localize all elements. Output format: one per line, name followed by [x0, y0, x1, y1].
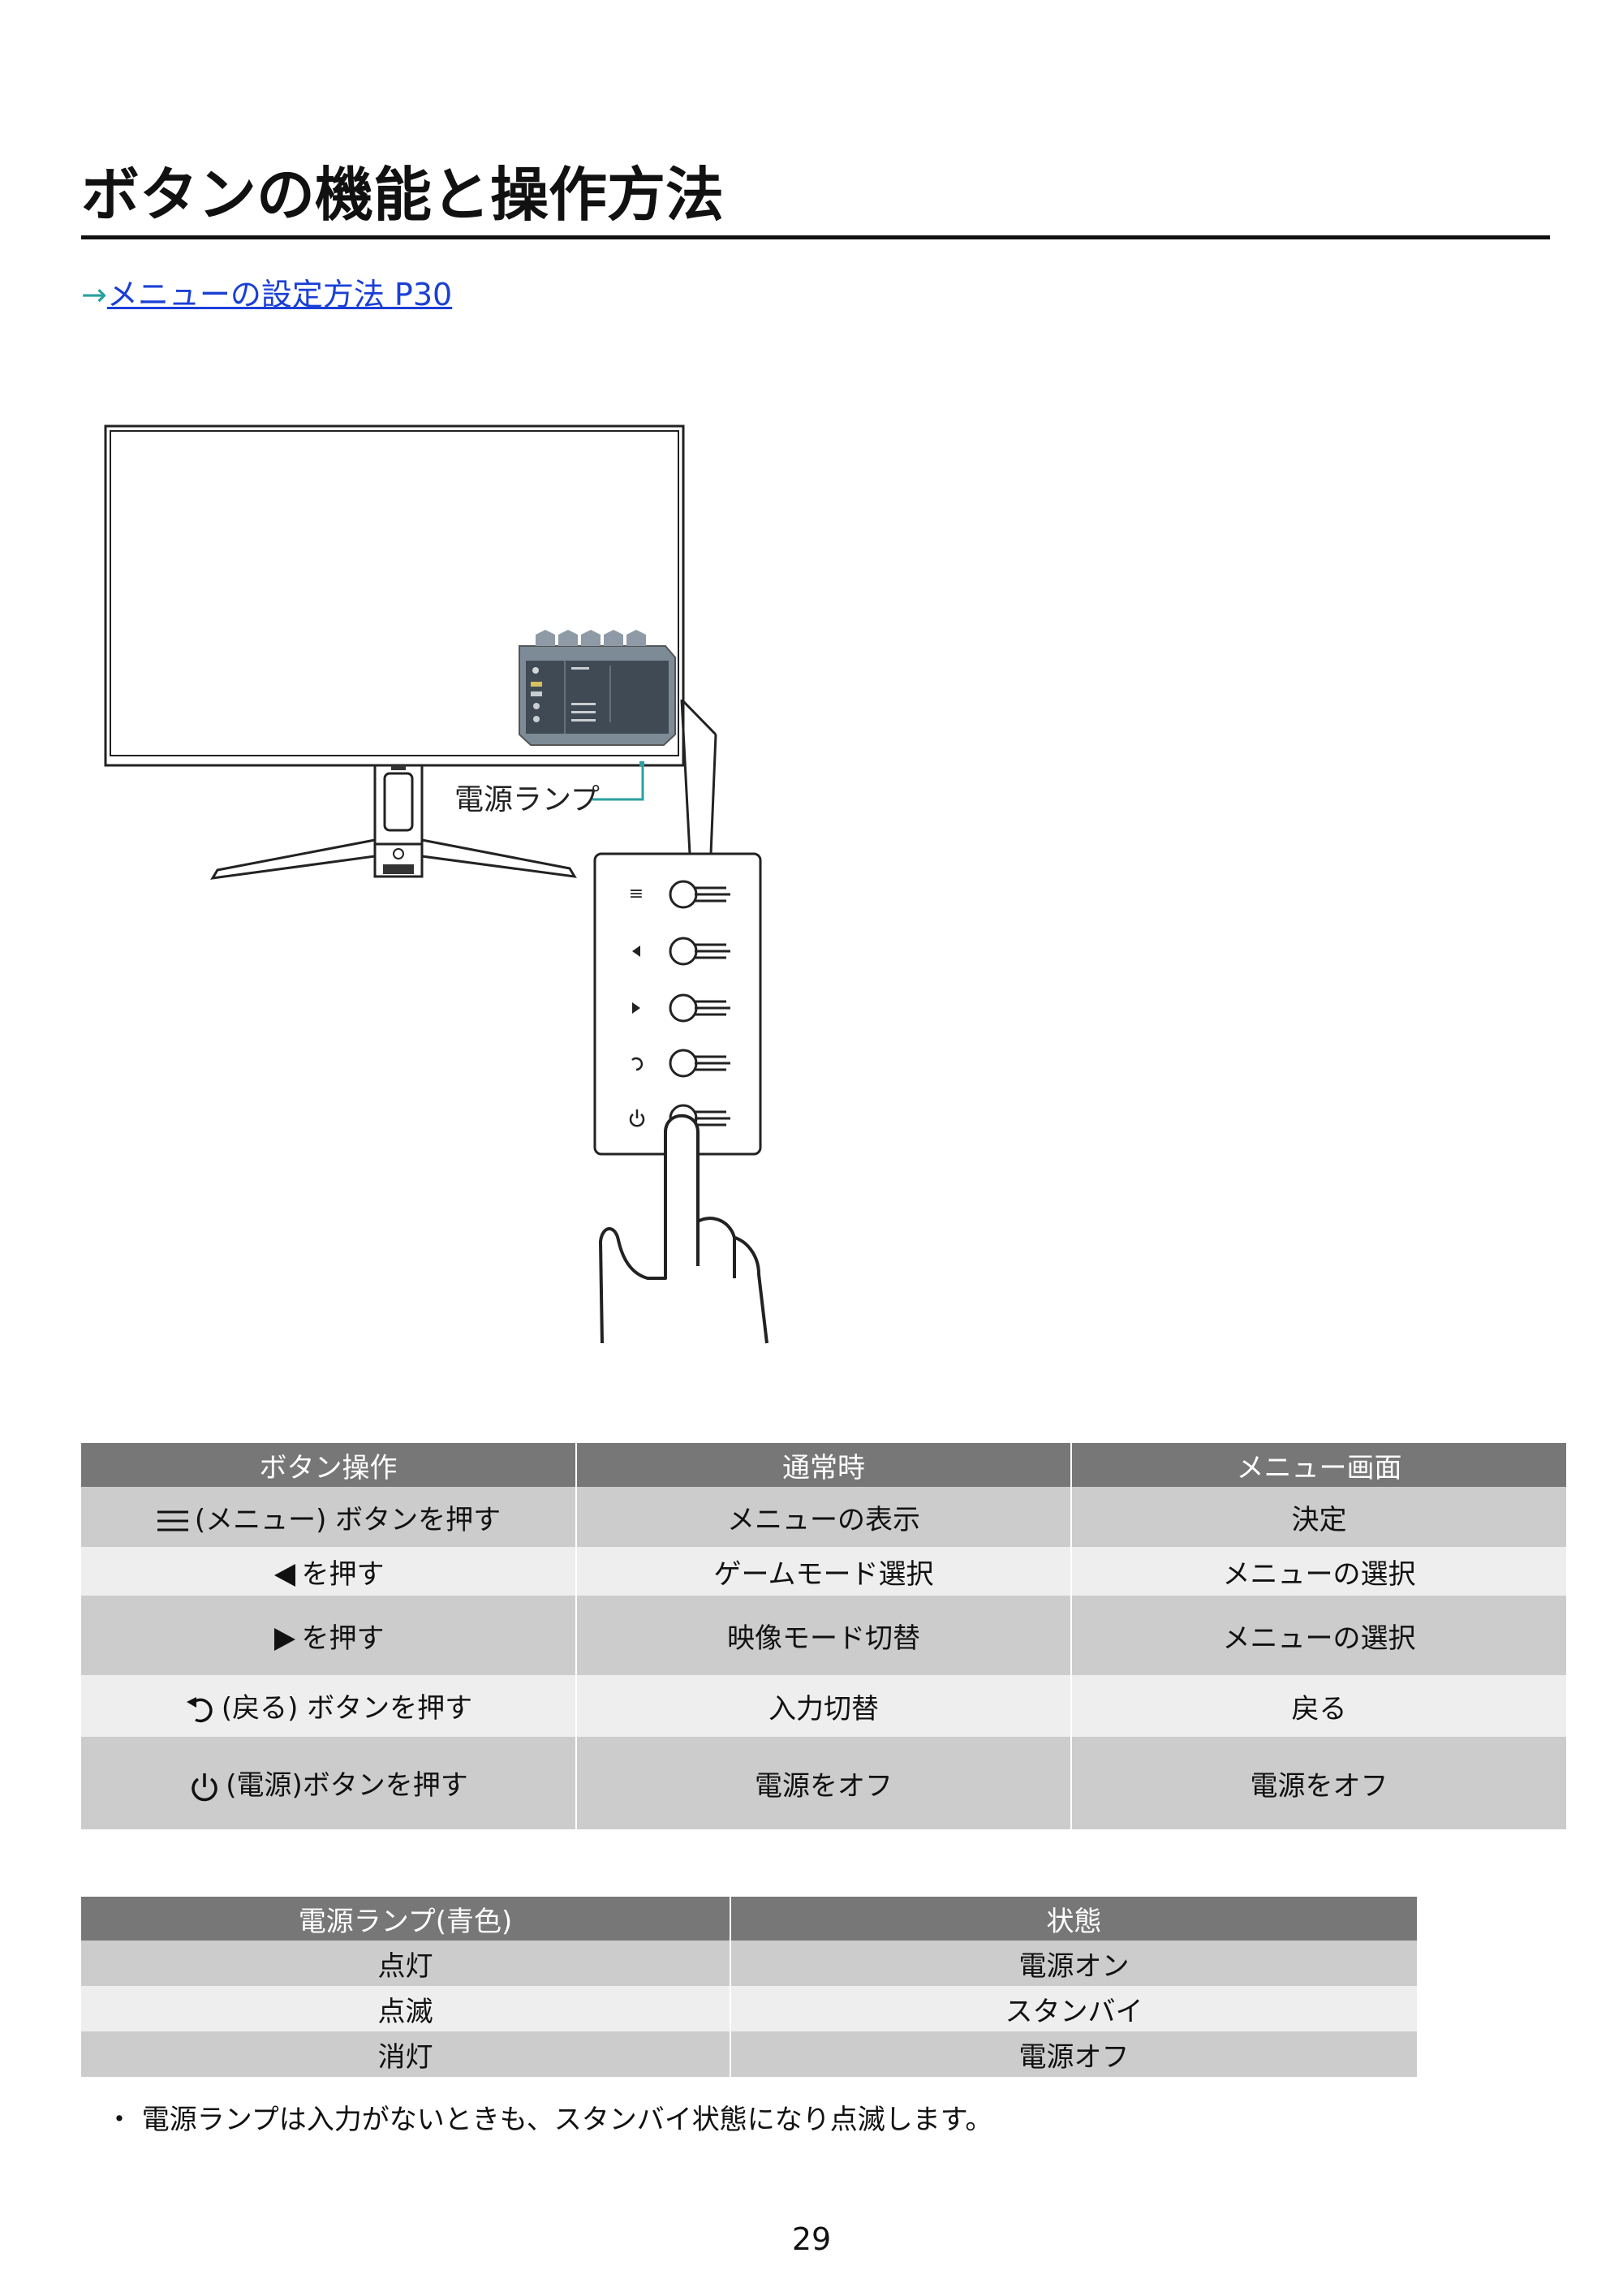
button-panel: ≡ — [593, 852, 762, 1156]
table-row: を押す ゲームモード選択 メニューの選択 — [81, 1547, 1566, 1596]
page-title: ボタンの機能と操作方法 — [81, 154, 1550, 239]
lamp-cell: 点灯 — [81, 1941, 731, 1986]
back-icon — [186, 1696, 213, 1722]
action-text: (電源)ボタンを押す — [226, 1769, 468, 1803]
state-cell: スタンバイ — [730, 1986, 1417, 2031]
menu-settings-link-row: →メニューの設定方法 P30 — [81, 274, 452, 315]
page-number: 29 — [791, 2221, 832, 2257]
column-header: ボタン操作 — [81, 1443, 577, 1487]
table-header-row: 電源ランプ(青色) 状態 — [81, 1897, 1417, 1941]
menu-cell: 電源をオフ — [1071, 1737, 1566, 1829]
table-row: 点滅 スタンバイ — [81, 1986, 1417, 2031]
action-cell: (メニュー) ボタンを押す — [81, 1487, 577, 1547]
state-cell: 電源オフ — [730, 2031, 1417, 2077]
column-header: 通常時 — [576, 1443, 1072, 1487]
state-cell: 電源オン — [730, 1941, 1417, 1986]
right-arrow-icon — [632, 1002, 640, 1014]
link-arrow: → — [81, 277, 107, 312]
menu-cell: 戻る — [1071, 1675, 1566, 1737]
lamp-cell: 点滅 — [81, 1986, 731, 2031]
menu-cell: メニューの選択 — [1071, 1547, 1566, 1596]
lamp-note: ・ 電源ランプは入力がないときも、スタンバイ状態になり点滅します。 — [105, 2104, 993, 2136]
menu-icon: ≡ — [629, 884, 644, 904]
action-cell: を押す — [81, 1596, 577, 1675]
table-row: 点灯 電源オン — [81, 1941, 1417, 1986]
osd-menu-screen — [519, 630, 676, 746]
action-text: (メニュー) ボタンを押す — [194, 1503, 502, 1536]
column-header: メニュー画面 — [1071, 1443, 1566, 1487]
normal-cell: 入力切替 — [576, 1675, 1072, 1737]
left-arrow-icon — [632, 946, 640, 957]
action-text: を押す — [301, 1622, 385, 1655]
menu-cell: メニューの選択 — [1071, 1596, 1566, 1675]
lamp-cell: 消灯 — [81, 2031, 731, 2077]
action-cell: (電源)ボタンを押す — [81, 1737, 577, 1829]
zoom-connector — [680, 698, 717, 855]
normal-cell: 映像モード切替 — [576, 1596, 1072, 1675]
panel-menu-button[interactable]: ≡ — [629, 880, 730, 909]
action-text: (戻る) ボタンを押す — [221, 1692, 473, 1725]
panel-back-button[interactable] — [631, 1049, 730, 1078]
power-lamp-label: 電源ランプ — [454, 783, 600, 816]
menu-icon — [157, 1510, 188, 1531]
button-operations-table: ボタン操作 通常時 メニュー画面 (メニュー) ボタンを押す メニューの表示 決… — [81, 1443, 1566, 1829]
normal-cell: ゲームモード選択 — [576, 1547, 1072, 1596]
menu-settings-link[interactable]: メニューの設定方法 P30 — [106, 277, 453, 312]
monitor-illustration: ≡ — [104, 424, 768, 1344]
normal-cell: メニューの表示 — [576, 1487, 1072, 1547]
right-arrow-icon — [273, 1628, 295, 1651]
power-icon — [192, 1773, 217, 1801]
back-icon — [631, 1057, 644, 1071]
menu-cell: 決定 — [1071, 1487, 1566, 1547]
action-cell: を押す — [81, 1547, 577, 1596]
panel-right-button[interactable] — [632, 993, 730, 1023]
lamp-leader-line — [592, 761, 644, 801]
table-row: 消灯 電源オフ — [81, 2031, 1417, 2077]
column-header: 状態 — [730, 1897, 1417, 1941]
column-header: 電源ランプ(青色) — [81, 1897, 731, 1941]
panel-left-button[interactable] — [632, 937, 730, 966]
monitor-stand — [210, 765, 577, 880]
pressing-hand — [599, 1114, 768, 1344]
table-row: を押す 映像モード切替 メニューの選択 — [81, 1596, 1566, 1675]
table-row: (戻る) ボタンを押す 入力切替 戻る — [81, 1675, 1566, 1737]
power-lamp-table: 電源ランプ(青色) 状態 点灯 電源オン 点滅 スタンバイ 消灯 電源オフ — [81, 1897, 1417, 2077]
action-cell: (戻る) ボタンを押す — [81, 1675, 577, 1737]
left-arrow-icon — [273, 1564, 295, 1587]
normal-cell: 電源をオフ — [576, 1737, 1072, 1829]
table-row: (メニュー) ボタンを押す メニューの表示 決定 — [81, 1487, 1566, 1547]
table-row: (電源)ボタンを押す 電源をオフ 電源をオフ — [81, 1737, 1566, 1829]
power-icon — [629, 1109, 645, 1127]
table-header-row: ボタン操作 通常時 メニュー画面 — [81, 1443, 1566, 1487]
action-text: を押す — [301, 1557, 385, 1591]
